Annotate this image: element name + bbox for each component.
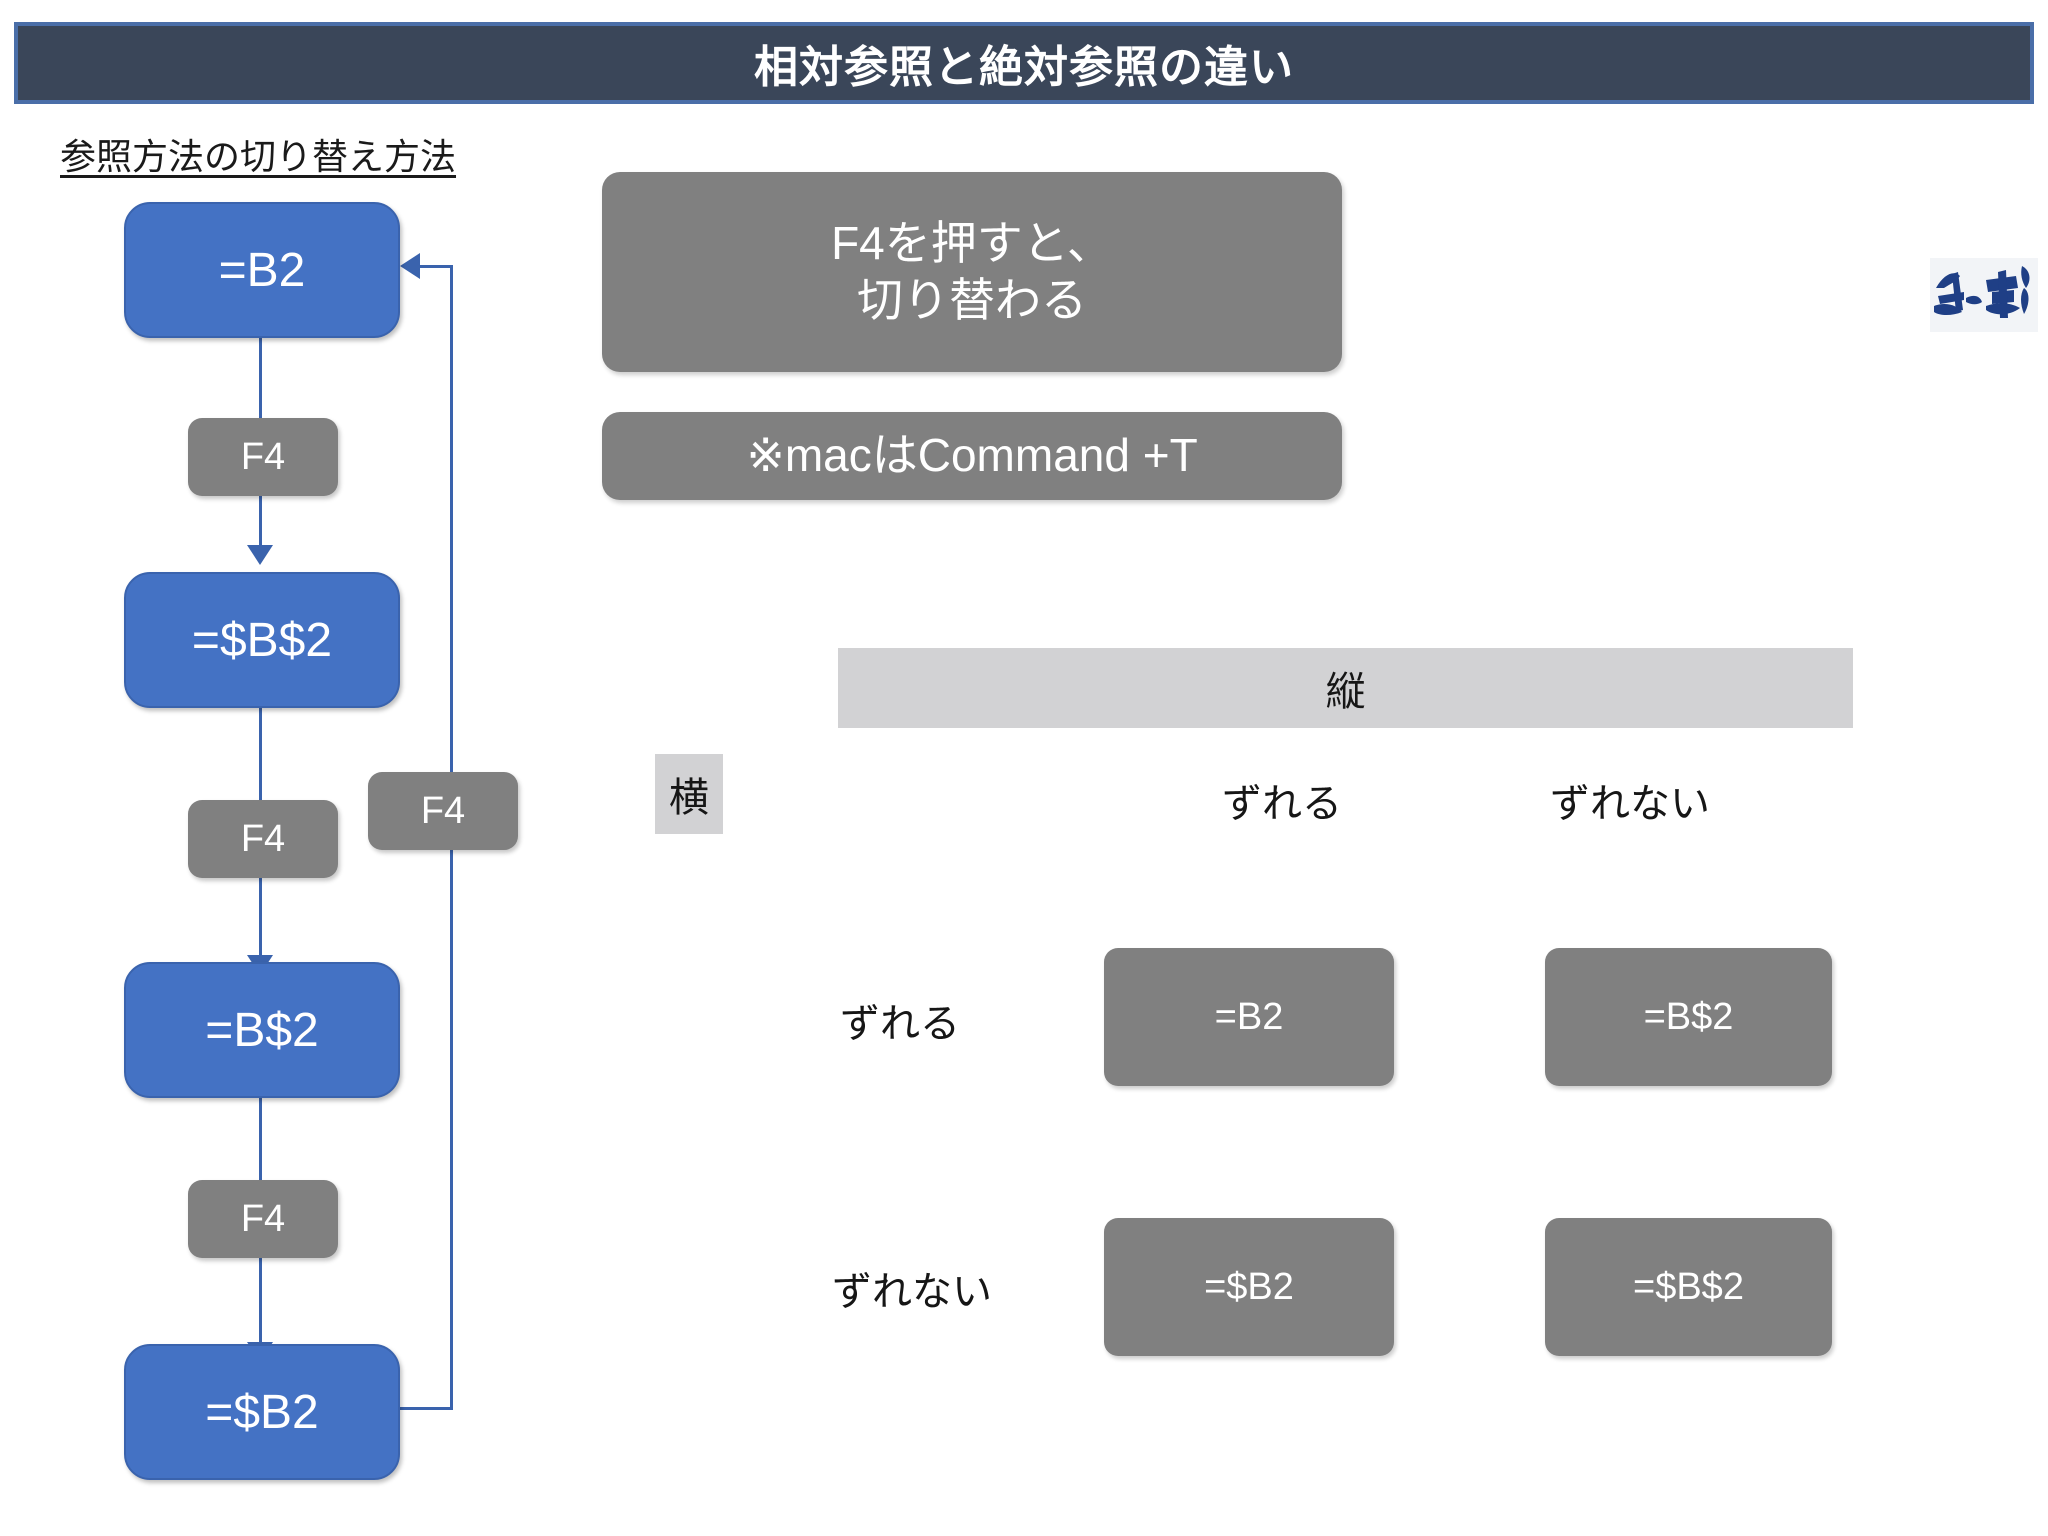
flow-node-relative[interactable]: =B2 bbox=[124, 202, 400, 338]
flow-step-label: F4 bbox=[420, 789, 466, 832]
matrix-header-horizontal: 横 bbox=[655, 754, 723, 834]
matrix-cell-r1c1[interactable]: =$B$2 bbox=[1545, 1218, 1832, 1356]
flow-step-label: F4 bbox=[240, 817, 286, 860]
flow-node-label: =B$2 bbox=[205, 1003, 319, 1057]
callout-line-2: 切り替わる bbox=[857, 274, 1087, 326]
flow-step-f4-1[interactable]: F4 bbox=[188, 418, 338, 496]
arrowhead-node2 bbox=[247, 545, 273, 565]
matrix-header-vertical: 縦 bbox=[838, 648, 1853, 728]
flow-step-label: F4 bbox=[240, 435, 286, 478]
callout-mac-shortcut: ※macはCommand +T bbox=[602, 412, 1342, 500]
callout-line-1: F4を押すと、 bbox=[831, 216, 1113, 269]
matrix-header-horizontal-label: 横 bbox=[669, 776, 709, 820]
matrix-column-label-1: ずれない bbox=[1550, 782, 1710, 826]
matrix-column-label-0: ずれる bbox=[1222, 782, 1342, 826]
flow-heading: 参照方法の切り替え方法 bbox=[60, 136, 457, 177]
arrowhead-node1 bbox=[400, 253, 420, 279]
flow-step-label: F4 bbox=[240, 1197, 286, 1240]
flow-step-f4-return[interactable]: F4 bbox=[368, 772, 518, 850]
flow-node-label: =$B2 bbox=[205, 1385, 319, 1439]
brand-logo-icon bbox=[1934, 266, 2030, 318]
matrix-row-label-1: ずれない bbox=[832, 1270, 992, 1314]
return-connector-bottom bbox=[398, 1407, 453, 1410]
page-title: 相対参照と絶対参照の違い bbox=[754, 43, 1294, 92]
matrix-cell-label: =B2 bbox=[1214, 995, 1284, 1038]
flow-step-f4-2[interactable]: F4 bbox=[188, 800, 338, 878]
callout-f4-press: F4を押すと、 切り替わる bbox=[602, 172, 1342, 372]
flow-node-label: =$B$2 bbox=[191, 613, 333, 667]
matrix-cell-label: =$B$2 bbox=[1633, 1265, 1744, 1308]
flow-node-absolute[interactable]: =$B$2 bbox=[124, 572, 400, 708]
matrix-cell-r1c0[interactable]: =$B2 bbox=[1104, 1218, 1394, 1356]
flow-node-mixed-col[interactable]: =$B2 bbox=[124, 1344, 400, 1480]
brand-logo bbox=[1930, 258, 2038, 332]
flow-step-f4-3[interactable]: F4 bbox=[188, 1180, 338, 1258]
matrix-cell-label: =B$2 bbox=[1643, 995, 1734, 1038]
matrix-row-label-0: ずれる bbox=[840, 1002, 960, 1046]
matrix-cell-label: =$B2 bbox=[1204, 1265, 1294, 1308]
matrix-cell-r0c1[interactable]: =B$2 bbox=[1545, 948, 1832, 1086]
title-banner: 相対参照と絶対参照の違い bbox=[14, 22, 2034, 104]
matrix-cell-r0c0[interactable]: =B2 bbox=[1104, 948, 1394, 1086]
matrix-header-vertical-label: 縦 bbox=[1325, 670, 1366, 714]
flow-node-label: =B2 bbox=[218, 243, 306, 297]
flow-node-mixed-row[interactable]: =B$2 bbox=[124, 962, 400, 1098]
return-connector-top bbox=[420, 265, 453, 268]
callout-line-1: ※macはCommand +T bbox=[746, 429, 1198, 482]
